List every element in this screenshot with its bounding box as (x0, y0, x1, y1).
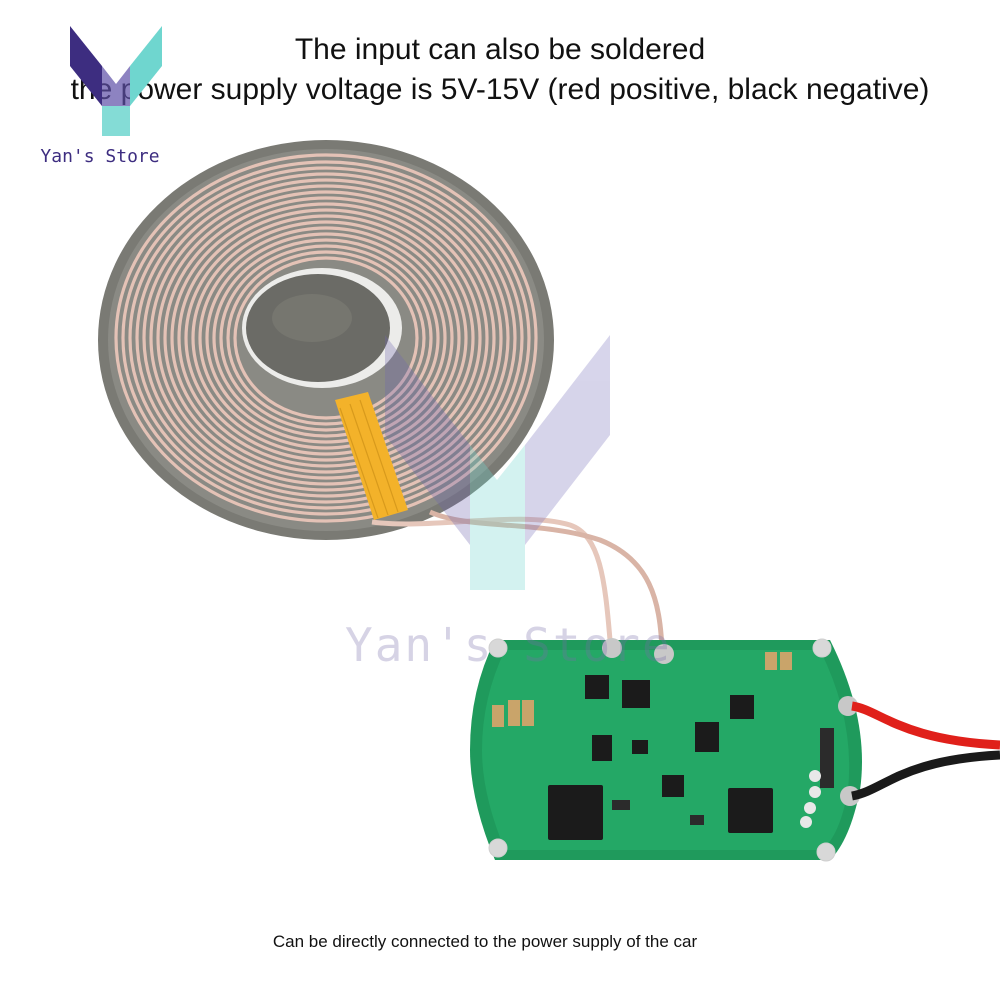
mounting-hole (812, 638, 832, 658)
ic-chip (585, 675, 609, 699)
mounting-hole (488, 638, 508, 658)
ic-chip (548, 785, 603, 840)
watermark-logo-icon (385, 335, 610, 590)
ic-chip (622, 680, 650, 708)
watermark-text: Yan's Store (345, 618, 672, 672)
store-logo-icon (70, 26, 162, 136)
ic-chip (592, 735, 612, 761)
headline-line-2: the power supply voltage is 5V-15V (red … (70, 73, 930, 106)
mounting-hole (816, 842, 836, 862)
mounting-hole (488, 838, 508, 858)
ic-chip (695, 722, 719, 752)
ic-chip (728, 788, 773, 833)
store-name-label: Yan's Store (40, 146, 160, 167)
red-power-wire (851, 701, 1000, 750)
ic-chip (632, 740, 648, 754)
caption: Can be directly connected to the power s… (272, 932, 698, 951)
headline: The input can also be soldered the power… (0, 30, 1000, 110)
coil-lead-wire-2 (428, 509, 665, 651)
black-power-wire (851, 750, 1000, 801)
coil-lead-wire-1 (371, 516, 613, 641)
ic-chip (730, 695, 754, 719)
ic-chip (662, 775, 684, 797)
coil-windings (114, 153, 538, 523)
headline-line-1: The input can also be soldered (294, 33, 706, 66)
